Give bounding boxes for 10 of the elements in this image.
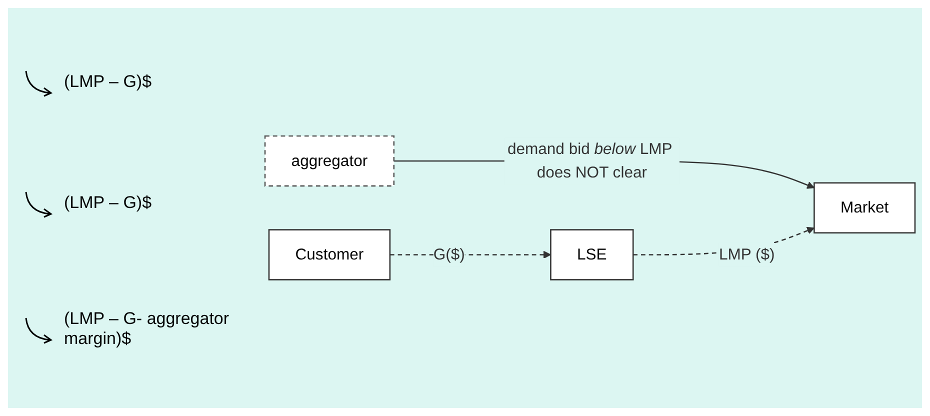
flow-label: (LMP – G)$ bbox=[64, 72, 152, 92]
node-box: aggregator bbox=[264, 136, 395, 187]
edge-label: LMP ($) bbox=[718, 246, 775, 264]
node-box: LSE bbox=[550, 229, 634, 280]
node-box: Market bbox=[814, 182, 916, 234]
edge-label: demand bid below LMP does NOT clear bbox=[507, 140, 672, 182]
edge-label: G($) bbox=[433, 246, 465, 264]
node-box: Customer bbox=[268, 229, 391, 280]
flow-label: (LMP – G)$ bbox=[64, 192, 152, 213]
flow-label: (LMP – G- aggregator margin)$ bbox=[64, 308, 230, 349]
